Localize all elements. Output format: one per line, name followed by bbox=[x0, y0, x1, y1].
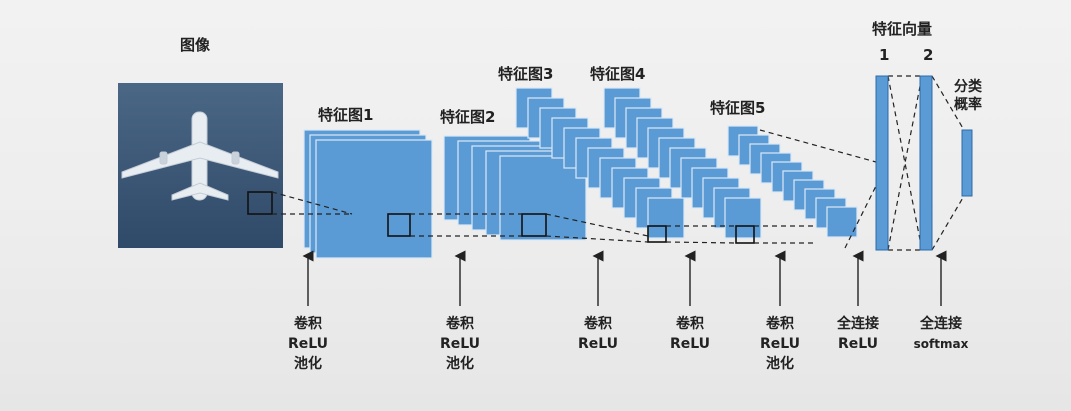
operation-1: 卷积 ReLU 池化 bbox=[288, 250, 328, 372]
operation-label: 卷积 bbox=[293, 315, 322, 332]
feature-vector-index-1: 1 bbox=[879, 46, 889, 64]
operation-6: 全连接 ReLU bbox=[836, 250, 879, 352]
operation-label: ReLU bbox=[670, 336, 710, 352]
operation-label: softmax bbox=[914, 337, 969, 351]
feature-map-label-3: 特征图3 bbox=[498, 65, 553, 83]
dashed-connectors bbox=[271, 75, 965, 251]
operation-label: 卷积 bbox=[583, 315, 612, 332]
operation-2: 卷积 ReLU 池化 bbox=[440, 250, 480, 372]
feature-map-layer bbox=[499, 155, 587, 241]
operation-label: 卷积 bbox=[765, 315, 794, 332]
feature-map-label-1: 特征图1 bbox=[318, 106, 373, 124]
operation-labels: 卷积 ReLU 池化 卷积 ReLU 池化 卷积 ReLU 卷积 ReLU 卷积 ReLU 池化 全连接 R… bbox=[288, 250, 969, 372]
feature-map-layer bbox=[724, 197, 762, 239]
feature-map-stacks bbox=[303, 87, 858, 259]
probability-vector bbox=[961, 129, 973, 197]
feature-map-stack-2 bbox=[443, 135, 587, 241]
classification-title-line1: 分类 bbox=[954, 78, 983, 95]
feature-vector-index-2: 2 bbox=[923, 46, 933, 64]
operation-label: 卷积 bbox=[445, 315, 474, 332]
operation-label: ReLU bbox=[288, 336, 328, 352]
feature-map-layer bbox=[315, 139, 433, 259]
feature-map-layer bbox=[826, 206, 858, 238]
operation-label: ReLU bbox=[838, 336, 878, 352]
input-image bbox=[118, 83, 283, 248]
operation-5: 卷积 ReLU 池化 bbox=[760, 250, 800, 372]
operation-3: 卷积 ReLU bbox=[578, 250, 618, 352]
operation-label: 全连接 bbox=[919, 315, 962, 332]
operation-label: 卷积 bbox=[675, 315, 704, 332]
feature-map-label-2: 特征图2 bbox=[440, 108, 495, 126]
feature-map-stack-4 bbox=[603, 87, 762, 239]
fc-vector-1 bbox=[875, 75, 889, 251]
operation-label: 池化 bbox=[766, 355, 794, 372]
operation-7: 全连接 softmax bbox=[914, 250, 969, 351]
fc-vector-2 bbox=[919, 75, 933, 251]
conv-windows bbox=[387, 213, 755, 244]
feature-map-label-5: 特征图5 bbox=[710, 99, 765, 117]
operation-label: 池化 bbox=[294, 355, 322, 372]
feature-map-stack-5 bbox=[727, 125, 858, 238]
operation-label: ReLU bbox=[760, 336, 800, 352]
feature-map-stack-1 bbox=[303, 129, 433, 259]
operation-4: 卷积 ReLU bbox=[670, 250, 710, 352]
receptive-window bbox=[247, 191, 273, 215]
image-label: 图像 bbox=[180, 36, 211, 54]
operation-label: 全连接 bbox=[836, 315, 879, 332]
operation-label: ReLU bbox=[578, 336, 618, 352]
feature-map-stack-3 bbox=[515, 87, 685, 239]
airplane-icon bbox=[121, 111, 279, 201]
feature-map-label-4: 特征图4 bbox=[590, 65, 645, 83]
classification-title-line2: 概率 bbox=[954, 96, 982, 113]
feature-vector-title: 特征向量 bbox=[872, 20, 932, 38]
operation-label: 池化 bbox=[446, 355, 474, 372]
operation-label: ReLU bbox=[440, 336, 480, 352]
